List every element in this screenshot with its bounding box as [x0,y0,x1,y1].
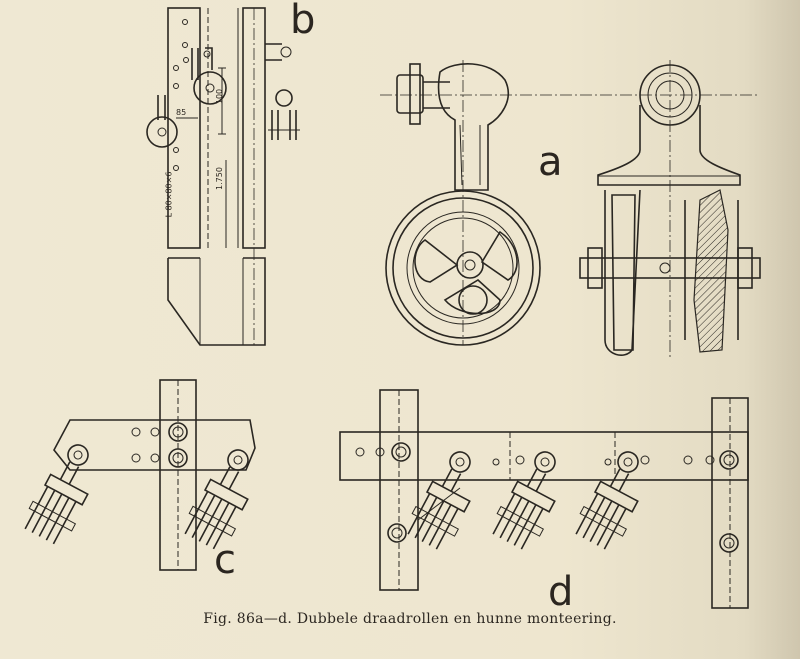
dimension-1750: 1.750 [214,167,224,190]
view-b [146,7,300,346]
view-d [339,389,749,609]
view-c [24,379,256,571]
dimension-85: 85 [176,108,187,117]
figure-caption: Fig. 86a—d. Dubbele draadrollen en hunne… [203,611,617,627]
view-a-section [579,60,761,360]
profile-label: L 80×80×6 [164,171,174,218]
label-c: c [214,537,236,583]
view-a [380,60,760,346]
label-b: b [290,0,316,43]
label-a: a [538,139,563,185]
label-d: d [548,569,574,615]
dimension-100: 100 [215,88,225,105]
